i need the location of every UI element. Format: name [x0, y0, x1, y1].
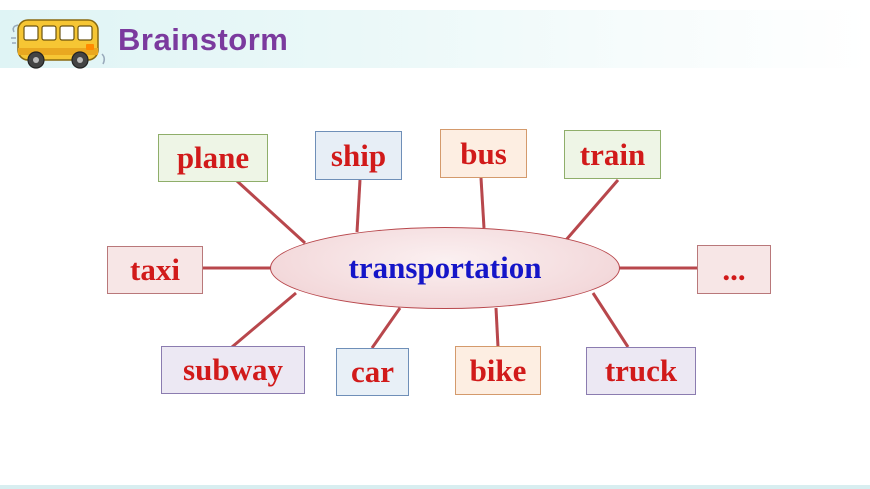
node-plane: plane	[158, 134, 268, 182]
school-bus-icon	[11, 19, 106, 69]
connector-ship	[355, 179, 362, 233]
page-title: Brainstorm	[118, 22, 289, 57]
connector-plane	[235, 179, 307, 245]
hub-label: transportation	[348, 250, 542, 285]
node-truck: truck	[586, 347, 696, 395]
node-train: train	[564, 130, 661, 179]
connector-bike	[494, 307, 500, 348]
connector-car	[370, 307, 402, 349]
connector-subway	[231, 291, 297, 349]
node-ship: ship	[315, 131, 402, 180]
connector-train	[564, 179, 620, 241]
bottom-divider	[0, 485, 870, 489]
node-car: car	[336, 348, 409, 396]
node-taxi: taxi	[107, 246, 203, 294]
hub-node: transportation	[270, 227, 620, 309]
node-bike: bike	[455, 346, 541, 395]
connector-truck	[591, 292, 630, 348]
header-band	[0, 10, 870, 68]
node-more: ...	[697, 245, 771, 294]
connector-bus	[479, 177, 486, 229]
node-subway: subway	[161, 346, 305, 394]
node-bus: bus	[440, 129, 527, 178]
